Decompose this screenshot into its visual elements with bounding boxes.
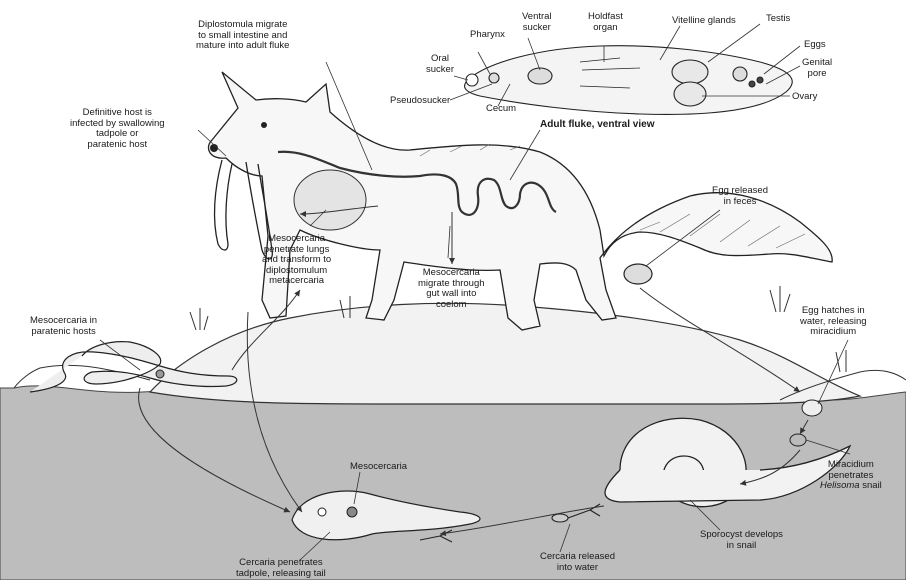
label-fluke-caption: Adult fluke, ventral view: [540, 120, 654, 131]
label-eggs: Eggs: [804, 40, 826, 51]
line: and transform to: [262, 255, 331, 266]
label-cercaria-released: Cercaria released into water: [540, 552, 615, 573]
label-egg-hatches: Egg hatches in water, releasing miracidi…: [800, 306, 867, 338]
line: Holdfast: [588, 12, 623, 23]
line: Helisoma snail: [820, 481, 882, 492]
line: Egg released: [712, 186, 768, 197]
label-testis: Testis: [766, 14, 790, 25]
line: paratenic host: [70, 140, 165, 151]
line: in feces: [712, 197, 768, 208]
line: Mesocercaria: [262, 234, 331, 245]
line: Oral: [426, 54, 454, 65]
line: gut wall into: [418, 289, 485, 300]
line: Genital: [802, 58, 832, 69]
line-text: snail: [862, 480, 882, 491]
egg-in-feces: [624, 264, 652, 284]
mesocercaria-in-snake: [156, 370, 164, 378]
label-egg-released: Egg released in feces: [712, 186, 768, 207]
line: Mesocercaria in: [30, 316, 97, 327]
line: pore: [802, 69, 832, 80]
fox-eye: [261, 122, 267, 128]
line: into water: [540, 563, 615, 574]
line: Definitive host is: [70, 108, 165, 119]
line: Miracidium: [820, 460, 882, 471]
line: sucker: [522, 23, 552, 34]
line: Mesocercaria: [418, 268, 485, 279]
label-holdfast: Holdfast organ: [588, 12, 623, 33]
ground-mound: [150, 303, 860, 404]
label-vitelline: Vitelline glands: [672, 16, 736, 27]
miracidium: [790, 434, 806, 446]
label-sporocyst: Sporocyst develops in snail: [700, 530, 783, 551]
line: sucker: [426, 65, 454, 76]
label-pseudosucker: Pseudosucker: [390, 96, 450, 107]
line: metacercaria: [262, 276, 331, 287]
line: organ: [588, 23, 623, 34]
label-ventral-sucker: Ventral sucker: [522, 12, 552, 33]
line: paratenic hosts: [30, 327, 97, 338]
line: coelom: [418, 300, 485, 311]
tadpole-eye: [318, 508, 326, 516]
line: Sporocyst develops: [700, 530, 783, 541]
label-mesocercaria-lungs: Mesocercaria penetrate lungs and transfo…: [262, 234, 331, 287]
line: Diplostomula migrate: [196, 20, 289, 31]
line: tadpole or: [70, 129, 165, 140]
line: Cercaria penetrates: [236, 558, 326, 569]
line: Ventral: [522, 12, 552, 23]
line: Cercaria released: [540, 552, 615, 563]
label-miracidium: Miracidium penetrates Helisoma snail: [820, 460, 882, 492]
label-mesocercaria-paratenic: Mesocercaria in paratenic hosts: [30, 316, 97, 337]
label-cecum: Cecum: [486, 104, 516, 115]
lungs: [294, 170, 366, 230]
label-oral-sucker: Oral sucker: [426, 54, 454, 75]
line: mature into adult fluke: [196, 41, 289, 52]
mesocercaria-in-tadpole: [347, 507, 357, 517]
label-ovary: Ovary: [792, 92, 817, 103]
label-genital-pore: Genital pore: [802, 58, 832, 79]
label-diplostomula: Diplostomula migrate to small intestine …: [196, 20, 289, 52]
label-pharynx: Pharynx: [470, 30, 505, 41]
label-definitive-host: Definitive host is infected by swallowin…: [70, 108, 165, 150]
genus-name: Helisoma: [820, 480, 860, 491]
line: Egg hatches in: [800, 306, 867, 317]
label-mesocercaria-gut: Mesocercaria migrate through gut wall in…: [418, 268, 485, 310]
label-mesocercaria: Mesocercaria: [350, 462, 407, 473]
label-cercaria-penetrates: Cercaria penetrates tadpole, releasing t…: [236, 558, 326, 579]
line: tadpole, releasing tail: [236, 569, 326, 580]
line: miracidium: [800, 327, 867, 338]
line: in snail: [700, 541, 783, 552]
